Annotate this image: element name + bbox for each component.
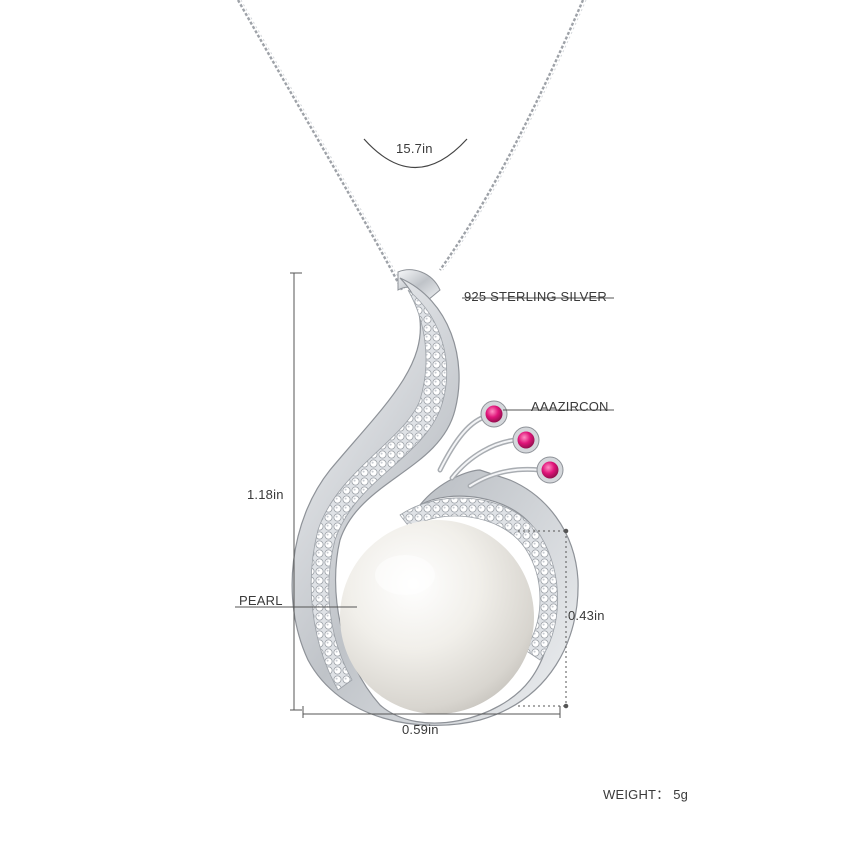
chain [236, 0, 585, 291]
material-label: 925 STERLING SILVER [464, 289, 608, 304]
pave-band-left [310, 289, 447, 691]
zircon-label: AAAZIRCON [531, 399, 609, 414]
zircon-stone [517, 431, 535, 449]
zircon-stone [541, 461, 559, 479]
zircon-stones [480, 400, 564, 484]
weight-label: WEIGHT： 5g [603, 787, 689, 802]
pave-band-right [399, 497, 559, 661]
pearl-label: PEARL [239, 593, 283, 608]
zircon-stone [485, 405, 503, 423]
height-label: 1.18in [247, 487, 284, 502]
pearl [340, 520, 534, 714]
chain-length-label: 15.7in [396, 141, 433, 156]
pearl-height-label: 0.43in [568, 608, 605, 623]
width-label: 0.59in [402, 722, 439, 737]
chain-length-arc [363, 138, 468, 169]
dimension-lines [235, 272, 614, 718]
